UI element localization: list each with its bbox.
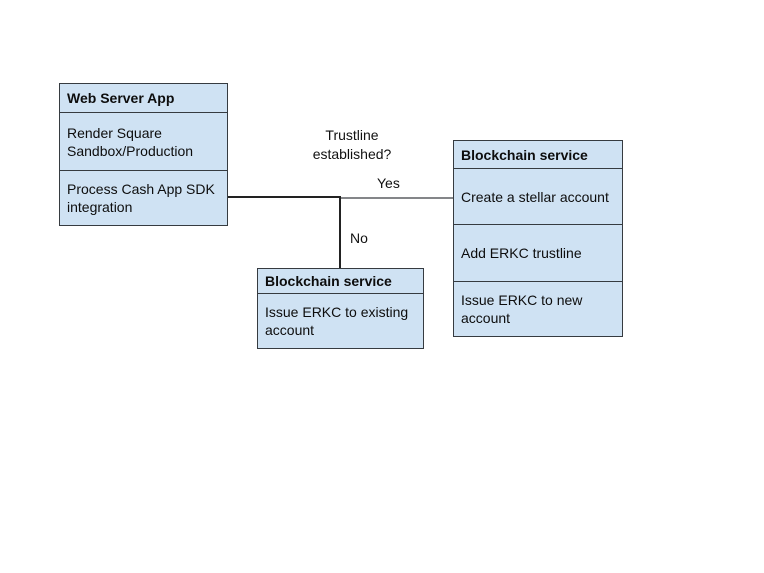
node-blockchain-service-new: Blockchain service Create a stellar acco… bbox=[453, 140, 623, 337]
node-row: Create a stellar account bbox=[454, 169, 622, 225]
node-title: Web Server App bbox=[60, 84, 227, 113]
node-title: Blockchain service bbox=[454, 141, 622, 169]
node-row: Issue ERKC to new account bbox=[461, 292, 583, 326]
node-web-server-app: Web Server App Render Square Sandbox/Pro… bbox=[59, 83, 228, 226]
decision-question-label: Trustline established? bbox=[312, 127, 392, 162]
node-row: Process Cash App SDK integration bbox=[67, 181, 215, 215]
node-title: Blockchain service bbox=[258, 269, 423, 294]
node-row: Render Square Sandbox/Production bbox=[60, 113, 227, 171]
no-branch-label: No bbox=[350, 230, 368, 246]
yes-branch-label: Yes bbox=[377, 175, 400, 191]
connector-horizontal-from-web-server bbox=[228, 196, 341, 198]
connector-horizontal-yes-branch bbox=[341, 197, 453, 199]
node-row: Add ERKC trustline bbox=[454, 225, 622, 282]
node-blockchain-service-existing: Blockchain service Issue ERKC to existin… bbox=[257, 268, 424, 349]
node-row: Issue ERKC to existing account bbox=[265, 304, 409, 338]
connector-vertical-no-branch bbox=[339, 196, 341, 268]
